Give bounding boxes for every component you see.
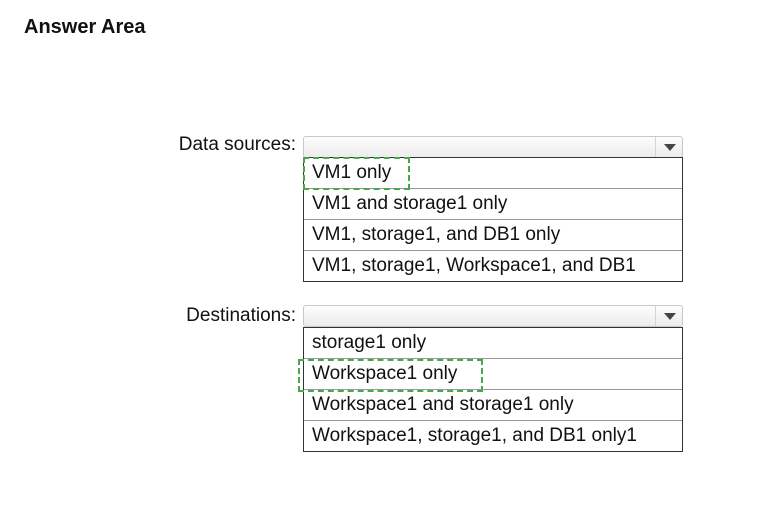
option[interactable]: Workspace1, storage1, and DB1 only1 bbox=[304, 420, 682, 451]
option[interactable]: VM1, storage1, Workspace1, and DB1 bbox=[304, 250, 682, 281]
option[interactable]: Workspace1 and storage1 only bbox=[304, 389, 682, 420]
option[interactable]: Workspace1 only bbox=[304, 358, 682, 389]
answer-area-title: Answer Area bbox=[24, 16, 146, 38]
option[interactable]: VM1 only bbox=[312, 162, 392, 183]
option[interactable]: VM1, storage1, and DB1 only bbox=[304, 219, 682, 250]
data-sources-dropdown[interactable] bbox=[303, 136, 683, 158]
destinations-options: storage1 only Workspace1 only Workspace1… bbox=[303, 327, 683, 452]
option[interactable]: VM1 and storage1 only bbox=[304, 188, 682, 219]
data-sources-label: Data sources: bbox=[178, 134, 296, 155]
dropdown-button[interactable] bbox=[655, 306, 682, 326]
destinations-label: Destinations: bbox=[186, 305, 296, 326]
chevron-down-icon bbox=[664, 313, 676, 320]
chevron-down-icon bbox=[664, 144, 676, 151]
dropdown-button[interactable] bbox=[655, 137, 682, 157]
option[interactable]: storage1 only bbox=[312, 332, 427, 353]
data-sources-options: VM1 only VM1 and storage1 only VM1, stor… bbox=[303, 157, 683, 282]
destinations-dropdown[interactable] bbox=[303, 305, 683, 327]
